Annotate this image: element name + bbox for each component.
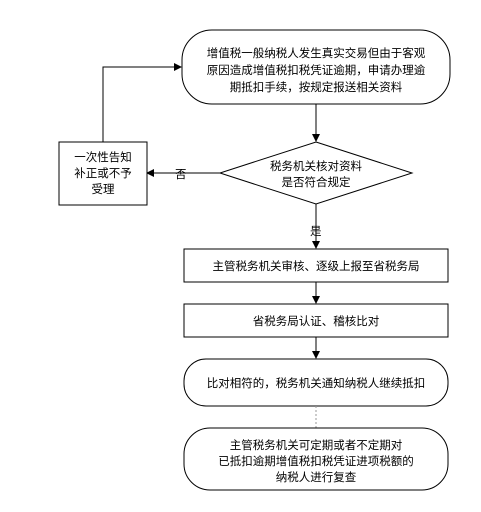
- reject-node: 一次性告知 补正或不予 受理: [58, 141, 148, 206]
- reject-node-line-3: 受理: [92, 182, 115, 196]
- step-verify-text: 省税务局认证、稽核比对: [253, 314, 380, 328]
- end-node-line-3: 纳税人进行复查: [276, 470, 357, 484]
- end-node-line-1: 主管税务机关可定期或者不定期对: [230, 438, 403, 452]
- step-notify-text: 比对相符的，税务机关通知纳税人继续抵扣: [207, 376, 426, 390]
- decision-node: 税务机关核对资料 是否符合规定: [218, 141, 414, 205]
- branch-no-label: 否: [175, 167, 187, 181]
- start-node-line-2: 原因造成增值税扣税凭证逾期，申请办理逾: [207, 63, 426, 77]
- step-review: 主管税务机关审核、逐级上报至省税务局: [183, 248, 449, 283]
- end-node: 主管税务机关可定期或者不定期对 已抵扣逾期增值税扣税凭证进项税额的 纳税人进行复…: [183, 427, 449, 491]
- reject-node-line-2: 补正或不予: [74, 166, 132, 180]
- start-node-line-1: 增值税一般纳税人发生真实交易但由于客观: [207, 46, 426, 60]
- end-node-line-2: 已抵扣逾期增值税扣税凭证进项税额的: [218, 454, 414, 468]
- step-notify: 比对相符的，税务机关通知纳税人继续抵扣: [183, 358, 449, 407]
- arrow-reject-to-start: [102, 63, 182, 142]
- reject-node-line-1: 一次性告知: [74, 150, 132, 164]
- step-review-text: 主管税务机关审核、逐级上报至省税务局: [213, 259, 420, 273]
- step-verify: 省税务局认证、稽核比对: [183, 303, 449, 338]
- start-node-line-3: 期抵扣手续，按规定报送相关资料: [230, 80, 403, 94]
- decision-node-line-1: 税务机关核对资料: [270, 159, 362, 173]
- decision-node-line-2: 是否符合规定: [282, 175, 351, 189]
- branch-yes-label: 是: [310, 224, 322, 238]
- start-node: 增值税一般纳税人发生真实交易但由于客观 原因造成增值税扣税凭证逾期，申请办理逾 …: [181, 29, 451, 105]
